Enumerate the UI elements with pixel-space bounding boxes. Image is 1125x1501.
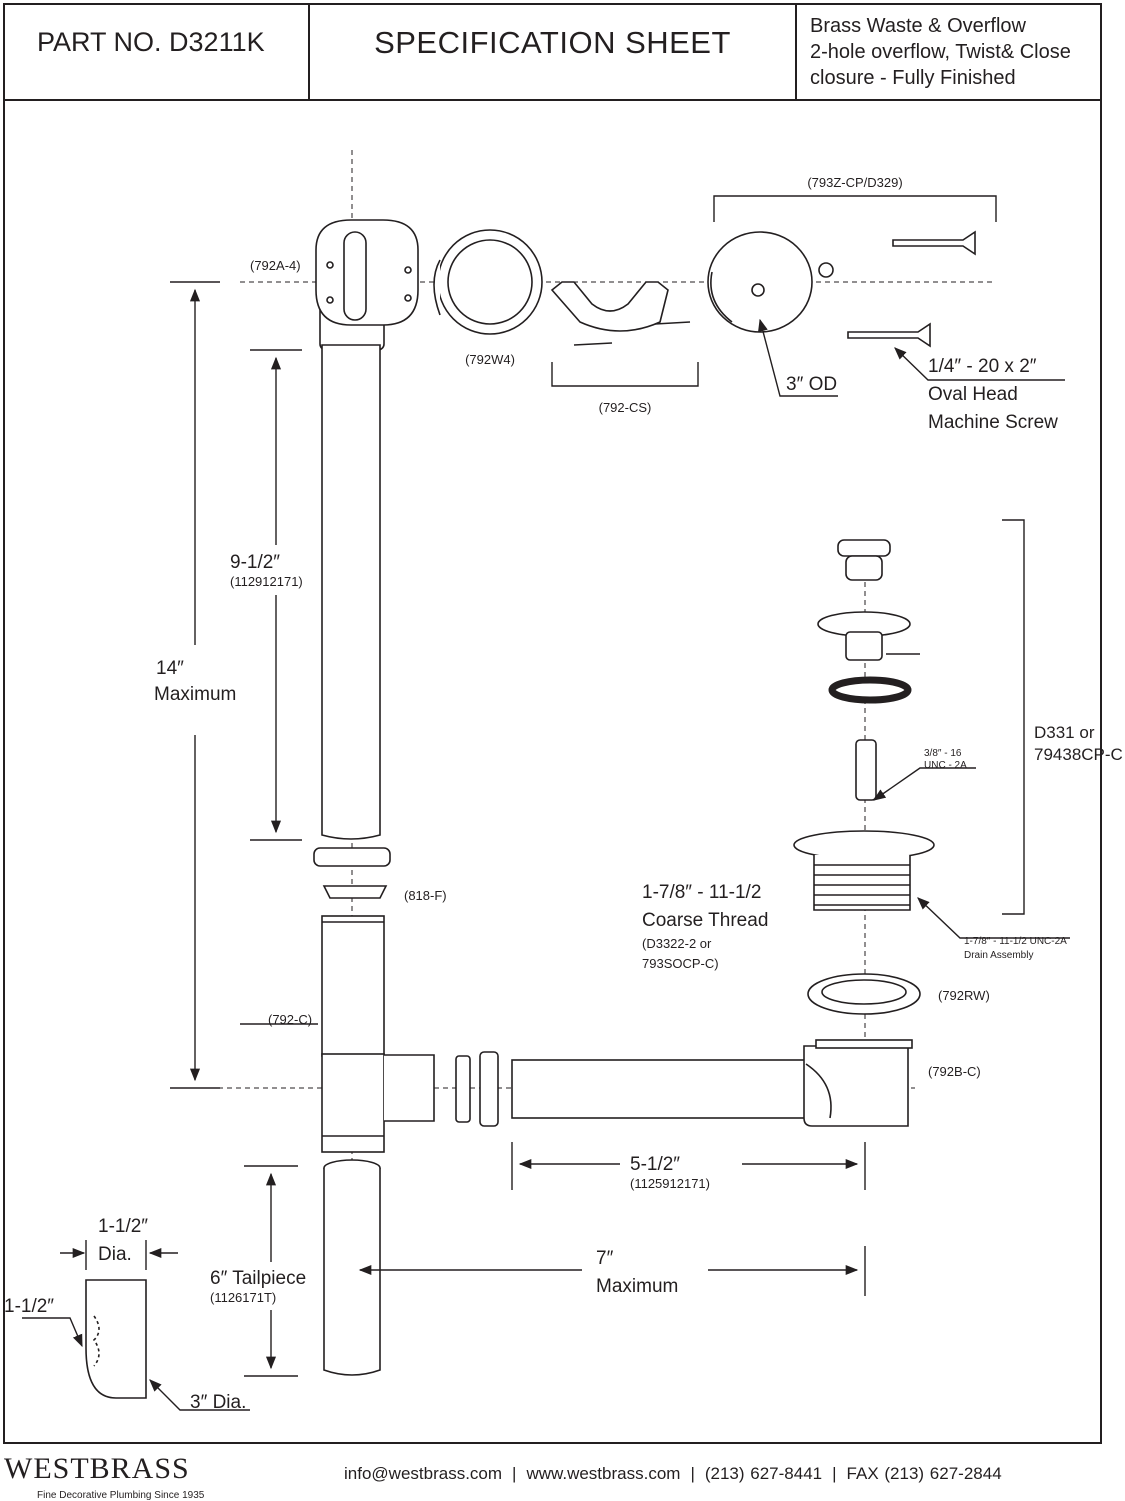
cover-spacer xyxy=(550,281,691,346)
stopper-assembly xyxy=(817,539,920,801)
contact-info: info@westbrass.com|www.westbrass.com|(21… xyxy=(344,1464,1002,1483)
product-description: Brass Waste & Overflow 2-hole overflow, … xyxy=(797,5,1100,101)
overflow-washer xyxy=(433,229,543,335)
waste-tee xyxy=(321,915,435,1153)
machine-screws xyxy=(847,230,976,348)
label-818f: (818-F) xyxy=(404,888,447,903)
label-dim-14: 14″ xyxy=(156,658,184,679)
desc-line-2: 2-hole overflow, Twist& Close xyxy=(810,41,1071,63)
label-792c: (792-C) xyxy=(268,1012,312,1027)
drain-shoe xyxy=(803,1039,913,1127)
tailpiece-profile xyxy=(85,1279,147,1399)
label-screw-head: Oval Head xyxy=(928,384,1018,405)
label-tailpiece: 6″ Tailpiece xyxy=(210,1268,306,1289)
overflow-elbow xyxy=(315,219,419,351)
brand-logo: WESTBRASS xyxy=(4,1452,190,1485)
fax-number: FAX (213) 627-2844 xyxy=(846,1464,1002,1483)
label-792a4: (792A-4) xyxy=(250,258,301,273)
phone-number: (213) 627-8441 xyxy=(704,1464,823,1483)
label-792w4: (792W4) xyxy=(465,352,515,367)
label-unc-1: 3/8″ - 16 xyxy=(924,748,962,759)
rubber-washer xyxy=(807,973,921,1015)
label-d331: D331 or xyxy=(1034,723,1095,742)
label-dia-1-1-2: 1-1/2″ xyxy=(98,1216,148,1237)
footer: WESTBRASS Fine Decorative Plumbing Since… xyxy=(0,1444,1125,1501)
overflow-tube xyxy=(321,344,381,840)
label-screw-type: Machine Screw xyxy=(928,412,1058,433)
label-dim-5-1-2: 5-1/2″ xyxy=(630,1154,680,1175)
label-dim-7: 7″ xyxy=(596,1248,614,1269)
callout-labels: (792A-4) (793Z-CP/D329) (792W4) (792-CS)… xyxy=(4,175,1123,1413)
label-3-dia: 3″ Dia. xyxy=(190,1392,246,1413)
desc-line-3: closure - Fully Finished xyxy=(810,67,1016,89)
sheet-frame: PART NO. D3211K SPECIFICATION SHEET Bras… xyxy=(3,3,1102,1444)
slip-nut xyxy=(313,847,391,899)
label-thread-part-2: 793SOCP-C) xyxy=(642,956,719,971)
label-drain-thread: 1-7/8″ - 11-1/2 UNC-2A xyxy=(964,936,1067,947)
horizontal-tube xyxy=(511,1059,813,1119)
tailpiece xyxy=(323,1159,381,1376)
label-dim-9-1-2-part: (112912171) xyxy=(230,574,303,589)
email-link[interactable]: info@westbrass.com xyxy=(344,1464,503,1483)
label-79438: 79438CP-C xyxy=(1034,745,1123,764)
label-dim-7-max: Maximum xyxy=(596,1276,678,1297)
label-drain-assembly: Drain Assembly xyxy=(964,950,1033,961)
label-792bc: (792B-C) xyxy=(928,1064,981,1079)
sheet-title: SPECIFICATION SHEET xyxy=(310,5,797,101)
part-number: PART NO. D3211K xyxy=(5,5,310,101)
drain-body xyxy=(793,830,935,911)
label-thread-part-1: (D3322-2 or xyxy=(642,936,712,951)
label-dim-5-1-2-part: (1125912171) xyxy=(630,1176,710,1191)
label-792cs: (792-CS) xyxy=(599,400,652,415)
exploded-drawing: (792A-4) (793Z-CP/D329) (792W4) (792-CS)… xyxy=(4,150,1123,1413)
label-dim-14-max: Maximum xyxy=(154,684,236,705)
brand-tagline: Fine Decorative Plumbing Since 1935 xyxy=(37,1490,205,1501)
dimension-lines xyxy=(22,195,1070,1411)
label-thread-size: 1-7/8″ - 11-1/2 xyxy=(642,882,761,903)
label-793z: (793Z-CP/D329) xyxy=(807,175,902,190)
label-dia: Dia. xyxy=(98,1244,132,1265)
label-unc-2: UNC - 2A xyxy=(924,760,967,771)
label-thread-type: Coarse Thread xyxy=(642,910,768,931)
label-3od: 3″ OD xyxy=(786,374,837,395)
label-792rw: (792RW) xyxy=(938,988,990,1003)
label-tailpiece-part: (1126171T) xyxy=(210,1290,276,1305)
overflow-plate xyxy=(707,231,834,333)
website-link[interactable]: www.westbrass.com xyxy=(526,1464,681,1483)
label-depth-1-1-2: 1-1/2″ xyxy=(4,1296,54,1317)
label-dim-9-1-2: 9-1/2″ xyxy=(230,552,280,573)
label-screw-size: 1/4″ - 20 x 2″ xyxy=(928,356,1037,377)
horizontal-nut-washer xyxy=(455,1051,499,1127)
desc-line-1: Brass Waste & Overflow xyxy=(810,15,1026,37)
